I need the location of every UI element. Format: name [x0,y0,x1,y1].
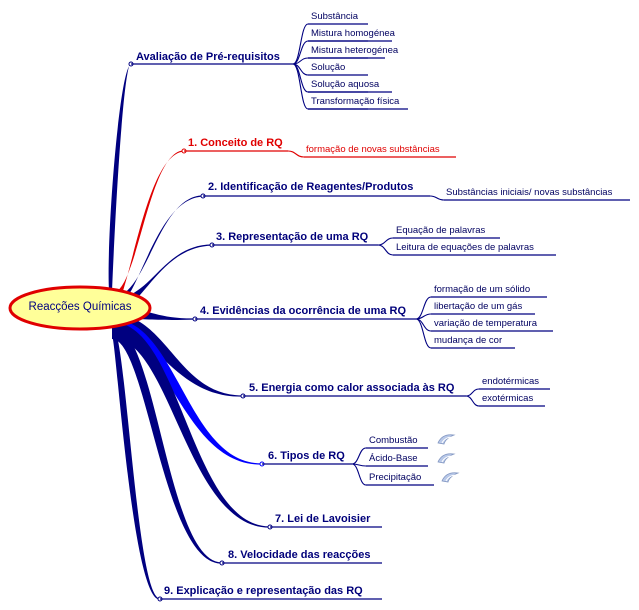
child-connector [351,463,367,486]
child-connector [465,388,480,397]
branch-velocidade[interactable]: 8. Velocidade das reacções [228,549,371,561]
child-connector [377,244,394,256]
underline-connectors [131,23,630,600]
branch-evidencias[interactable]: 4. Evidências da ocorrência de uma RQ [200,305,407,317]
subtopic-item[interactable]: endotérmicas [482,376,540,387]
wave-link-icon[interactable] [439,470,461,484]
branch-energia[interactable]: 5. Energia como calor associada às RQ [249,382,455,394]
branch-representacao[interactable]: 3. Representação de uma RQ [216,231,369,243]
branch-connector [112,150,184,311]
subtopic-item[interactable]: Combustão [369,435,418,446]
branch-lavoisier[interactable]: 7. Lei de Lavoisier [275,513,371,525]
branch-prerequisitos[interactable]: Avaliação de Pré-requisitos [136,51,280,63]
child-connector [415,318,432,349]
child-connector [287,150,305,158]
subtopic-item[interactable]: mudança de cor [434,335,503,346]
wave-link-icon[interactable] [435,432,457,446]
subtopic-item[interactable]: Ácido-Base [369,453,418,464]
child-connector [415,313,432,320]
subtopic-item[interactable]: Equação de palavras [396,225,486,236]
branch-connector [108,63,131,305]
central-node-label: Reacções Químicas [28,301,132,313]
subtopic-item[interactable]: formação de novas substâncias [306,144,440,155]
branch-explicacao[interactable]: 9. Explicação e representação das RQ [164,585,363,597]
subtopic-item[interactable]: Leitura de equações de palavras [396,242,534,253]
child-connector [351,447,367,465]
subtopic-item[interactable]: libertação de um gás [434,301,523,312]
branch-connector [112,325,222,564]
child-connector [377,237,394,246]
child-connector [429,195,445,201]
subtopic-item[interactable]: Transformação física [311,96,400,107]
subtopic-item[interactable]: Solução [311,62,346,73]
branch-identificacao[interactable]: 2. Identificação de Reagentes/Produtos [208,181,414,193]
subtopic-item[interactable]: Mistura heterogénea [311,45,399,56]
subtopic-item[interactable]: variação de temperatura [434,318,537,329]
branch-connector [112,324,160,600]
subtopic-item[interactable]: Mistura homogénea [311,28,395,39]
subtopic-item[interactable]: Substâncias iniciais/ novas substâncias [446,187,613,198]
branch-conceito[interactable]: 1. Conceito de RQ [188,137,283,149]
child-connector [292,63,309,110]
subtopic-item[interactable]: Substância [311,11,359,22]
branch-tipos[interactable]: 6. Tipos de RQ [268,450,345,462]
wave-link-icon[interactable] [435,451,457,465]
subtopic-item[interactable]: Precipitação [369,472,422,483]
child-connector [415,296,432,320]
subtopic-item[interactable]: formação de um sólido [434,284,531,295]
subtopic-item[interactable]: Solução aquosa [311,79,380,90]
central-node[interactable] [8,285,152,331]
branch-connector [112,195,203,311]
child-connector [465,395,480,407]
subtopic-item[interactable]: exotérmicas [482,393,534,404]
